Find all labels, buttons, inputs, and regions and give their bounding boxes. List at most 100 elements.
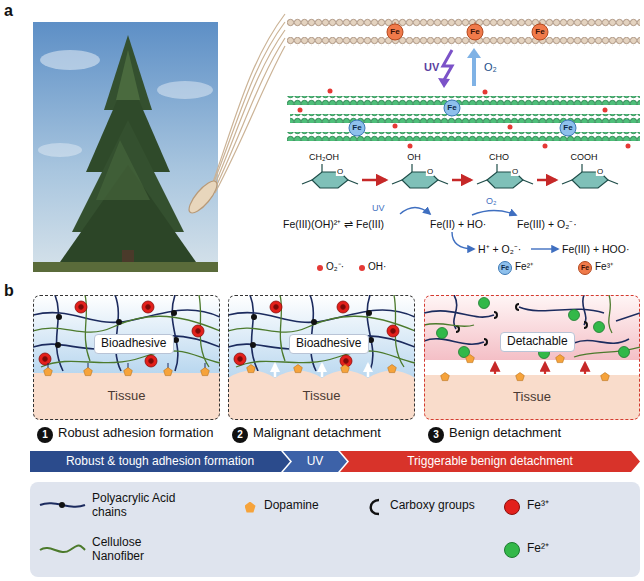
- reaction-text: Fe(III) + HOO·: [562, 243, 629, 255]
- malignant-panel-art: [294, 365, 303, 373]
- malignant-panel-art: [274, 364, 277, 377]
- tissue-text: Tissue: [303, 389, 341, 404]
- step-number: 3: [428, 427, 444, 443]
- benign-panel-art: [424, 339, 484, 344]
- tissue-band: Tissue: [425, 376, 639, 419]
- step-number: 1: [37, 427, 53, 443]
- legend-text: OH·: [368, 261, 386, 273]
- chemical-group: CH₂OH: [309, 152, 339, 162]
- benign-panel-art: [454, 295, 457, 329]
- benign-panel-art: [424, 295, 640, 420]
- fenton-arrows: [452, 232, 474, 249]
- reaction-text: Fe(III)(OH)²⁺ ⇌ Fe(III): [283, 218, 384, 230]
- cellulose-fe2-chains: [349, 100, 576, 136]
- uv-oxygen-arrows: [467, 48, 481, 58]
- oxidation-rings: [362, 179, 556, 182]
- cellulose-fe2-chains: [290, 114, 640, 123]
- benign-panel-art: [437, 328, 448, 339]
- adhesion-panel-art: [48, 363, 205, 368]
- malignant-panel-art: [228, 295, 415, 380]
- iron-symbol: Fe: [501, 264, 509, 272]
- adhesion-panel-art: [124, 368, 133, 376]
- color-swatch: [317, 265, 323, 271]
- uv-oxygen-arrows: [472, 56, 476, 86]
- label-text: Bioadhesive: [101, 337, 166, 351]
- tree-photo: [116, 50, 140, 100]
- chemical-group: CHO: [489, 152, 509, 162]
- cellulose-fe3-chains: [387, 24, 403, 40]
- oxidation-rings: [302, 180, 312, 184]
- tissue-band: Tissue: [34, 374, 219, 419]
- oxidation-rings: [411, 164, 412, 172]
- panel-letter: b: [4, 282, 14, 300]
- oxidation-rings: [302, 164, 618, 188]
- tree-photo: [96, 140, 150, 200]
- reaction-text: Fe(III) + O₂⁻·: [517, 218, 577, 230]
- benign-panel-art: [516, 373, 525, 381]
- cellulose-fe2-chains: [444, 100, 460, 116]
- benign-panel-art: [601, 373, 610, 381]
- uv-oxygen-arrows: [438, 48, 481, 88]
- oxidation-rings: [581, 164, 582, 172]
- stage-panel: 2Malignant detachmentBioadhesiveTissue: [228, 295, 415, 420]
- cellulose-fe2-chains: [298, 89, 631, 149]
- legend-text: Polyacrylic Acid chains: [92, 492, 182, 520]
- benign-panel-art: [424, 295, 640, 359]
- chemical-group: COOH: [571, 152, 598, 162]
- legend-text: Fe²⁺: [515, 261, 533, 273]
- cellulose-fe2-chains: [287, 132, 640, 141]
- benign-panel-art: [494, 363, 496, 374]
- iron-symbol: Fe: [390, 27, 399, 36]
- legend-text: Fe³⁺: [527, 499, 549, 513]
- oxidation-rings: [392, 180, 402, 184]
- cellulose-fe3-chains: [287, 37, 640, 46]
- tree-photo: [33, 22, 218, 272]
- malignant-panel-art: [228, 371, 415, 421]
- oxidation-rings: [608, 180, 618, 184]
- fenton-arrows: [472, 211, 516, 216]
- fiber-bundle: [215, 46, 285, 193]
- ring-oxygen: O: [511, 168, 519, 176]
- legend-text: Carboxy groups: [390, 499, 475, 513]
- legend-text: Cellulose Nanofiber: [92, 536, 182, 564]
- fenton-arrows: [531, 248, 558, 249]
- benign-panel-art: [594, 322, 605, 333]
- fiber-bundle: [185, 177, 221, 217]
- legend-text: Dopamine: [264, 499, 319, 513]
- tissue-band: Tissue: [229, 374, 414, 419]
- tissue-text: Tissue: [108, 389, 146, 404]
- oxygen-label: O₂: [484, 61, 497, 74]
- label-text: Detachable: [507, 335, 568, 349]
- tree-photo: [33, 22, 218, 272]
- malignant-panel-art: [228, 295, 415, 420]
- benign-panel-art: [619, 347, 630, 358]
- benign-panel-art: [424, 295, 640, 357]
- ring-oxygen: O: [426, 168, 434, 176]
- oxidation-rings: [477, 180, 487, 184]
- benign-panel-art: [466, 355, 475, 363]
- uv-label: UV: [424, 61, 439, 74]
- band-text: Triggerable benign detachment: [407, 455, 573, 469]
- iron-symbol: Fe: [352, 123, 361, 132]
- benign-panel-art: [424, 360, 640, 375]
- stage-panel: 1Robust adhesion formationBioadhesiveTis…: [33, 295, 220, 420]
- fiber-bundle: [214, 38, 285, 191]
- cellulose-fe3-chains: [532, 24, 548, 40]
- chevron-fill: [340, 451, 640, 472]
- process-chevron: Robust & tough adhesion formation: [30, 451, 290, 472]
- malignant-panel-art: [388, 365, 397, 373]
- iron-symbol: Fe: [470, 27, 479, 36]
- adhesion-panel-art: [44, 368, 53, 376]
- iron-symbol: Fe: [535, 27, 544, 36]
- cellulose-fe2-chains: [393, 124, 398, 129]
- uv-oxygen-arrows: [443, 50, 452, 80]
- adhesion-panel-art: [33, 295, 220, 373]
- ring-oxygen: O: [596, 168, 604, 176]
- oxidation-rings: [537, 179, 556, 182]
- cellulose-fe2-chains: [349, 120, 365, 136]
- nanofiber-sample: [40, 545, 85, 552]
- label-box: Bioadhesive: [289, 334, 369, 354]
- oxidation-rings: [302, 164, 618, 184]
- oxidation-rings: [496, 164, 497, 172]
- benign-panel-art: [609, 295, 612, 333]
